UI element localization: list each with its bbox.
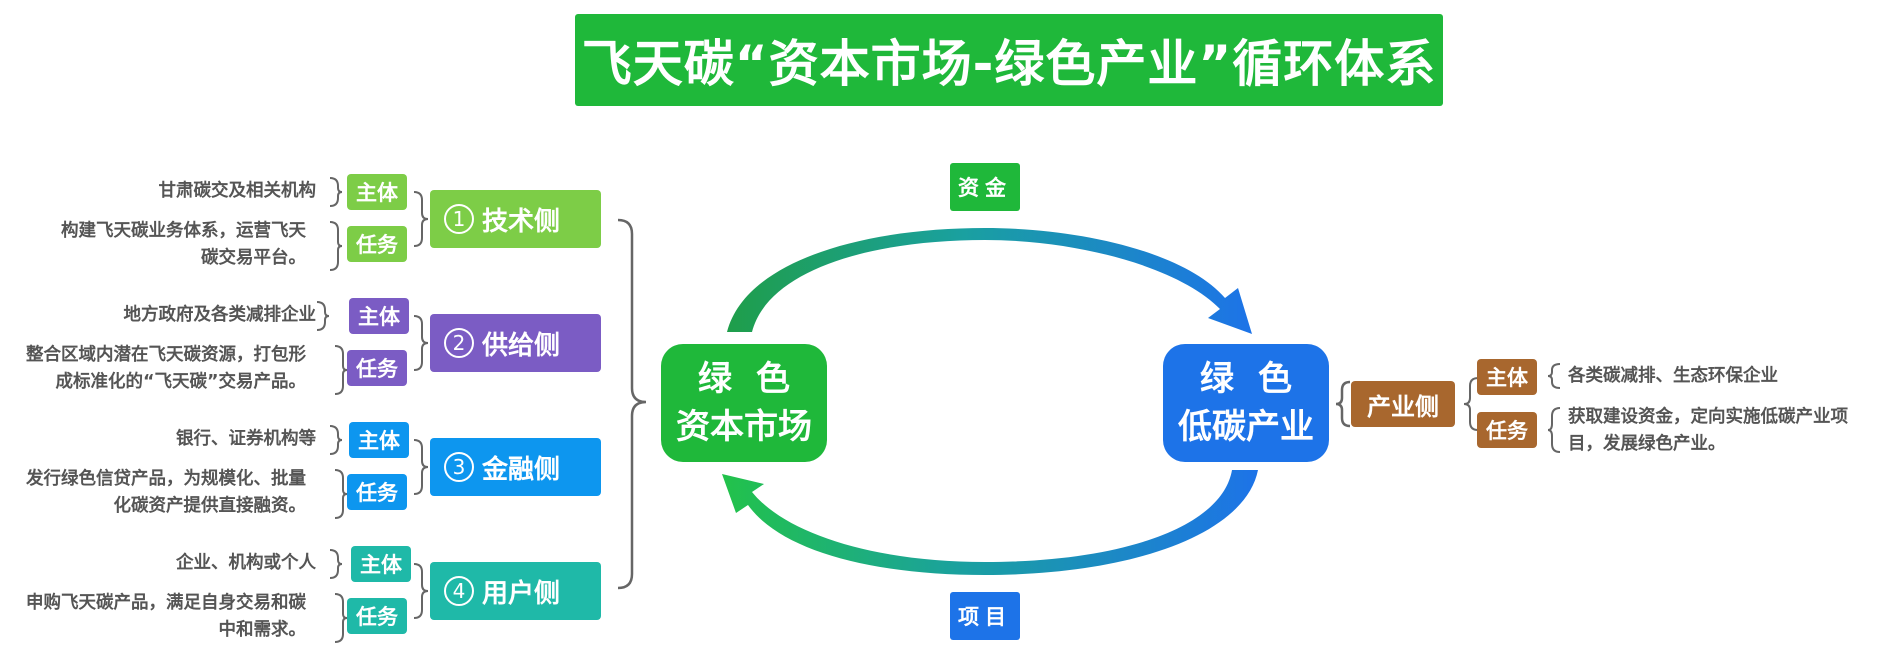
side-1-task-line-1: 构建飞天碳业务体系，运营飞天: [61, 221, 306, 241]
side-1-subject-text: 甘肃碳交及相关机构: [158, 181, 317, 201]
hub-green-lowcarbon-industry: 绿色 低碳产业: [1163, 344, 1329, 462]
page-title: 飞天碳“资本市场-绿色产业”循环体系: [575, 14, 1443, 106]
project-flow-arrow: [722, 470, 1258, 575]
industry-task-tag: 任务: [1477, 412, 1537, 448]
bracket-industry: [1335, 380, 1351, 428]
bracket-subject-1: [329, 177, 343, 207]
side-2-task-line-1: 整合区域内潜在飞天碳资源，打包形: [26, 345, 306, 365]
bracket-industry-task: [1547, 407, 1561, 453]
industry-side-box: 产业侧: [1351, 381, 1455, 427]
side-3-task-line-2: 化碳资产提供直接融资。: [113, 496, 307, 516]
side-2-task-tag: 任务: [347, 350, 407, 386]
bracket-industry-subject: [1547, 363, 1561, 389]
hub-right-line1: 绿色: [1200, 359, 1316, 399]
side-1-label: 技术侧: [482, 206, 561, 237]
side-1-task-text: 构建飞天碳业务体系，运营飞天碳交易平台。: [61, 218, 306, 272]
side-3-subject-text: 银行、证券机构等: [176, 429, 316, 449]
side-2-subject-text: 地方政府及各类减排企业: [123, 305, 317, 325]
side-4-subject-tag: 主体: [351, 546, 411, 582]
side-4-number-circle: 4: [444, 576, 474, 606]
bracket-task-1: [329, 221, 343, 271]
industry-subject-text: 各类碳减排、生态环保企业: [1568, 366, 1778, 386]
side-4-task-line-2: 中和需求。: [218, 620, 307, 640]
side-4-label: 用户侧: [482, 578, 561, 609]
side-4-task-tag: 任务: [347, 598, 407, 634]
industry-subject-tag: 主体: [1477, 359, 1537, 395]
bracket-side-4: [413, 563, 429, 619]
industry-task-text: 获取建设资金，定向实施低碳产业项 目，发展绿色产业。: [1568, 404, 1848, 458]
side-4-box: 4 用户侧: [430, 562, 601, 620]
hub-left-line2: 资本市场: [676, 407, 812, 447]
bracket-subject-2: [316, 301, 330, 331]
side-4-subject-text: 企业、机构或个人: [176, 553, 316, 573]
side-3-task-text: 发行绿色信贷产品，为规模化、批量化碳资产提供直接融资。: [26, 466, 306, 520]
bracket-task-2: [334, 345, 348, 395]
bracket-side-2: [413, 315, 429, 371]
side-3-number-circle: 3: [444, 452, 474, 482]
side-2-subject-tag: 主体: [349, 298, 409, 334]
bracket-side-1: [413, 191, 429, 247]
bracket-industry-tags: [1463, 377, 1479, 431]
capital-flow-arrow: [727, 228, 1252, 334]
bracket-big-left: [617, 218, 647, 590]
side-1-number-circle: 1: [444, 204, 474, 234]
side-2-task-line-2: 成标准化的“飞天碳”交易产品。: [55, 372, 306, 392]
side-1-box: 1 技术侧: [430, 190, 601, 248]
bracket-subject-3: [329, 425, 343, 455]
side-4-task-line-1: 申购飞天碳产品，满足自身交易和碳: [26, 593, 306, 613]
flow-label-capital: 资金: [950, 163, 1020, 211]
side-1-subject-tag: 主体: [347, 174, 407, 210]
side-2-number-circle: 2: [444, 328, 474, 358]
bracket-task-3: [334, 469, 348, 519]
side-3-label: 金融侧: [482, 454, 561, 485]
hub-right-line2: 低碳产业: [1178, 407, 1314, 447]
bracket-subject-4: [329, 549, 343, 579]
hub-green-capital-market: 绿色 资本市场: [661, 344, 827, 462]
side-2-label: 供给侧: [482, 330, 561, 361]
side-1-task-tag: 任务: [347, 226, 407, 262]
bracket-side-3: [413, 439, 429, 495]
side-4-task-text: 申购飞天碳产品，满足自身交易和碳中和需求。: [26, 590, 306, 644]
side-3-task-line-1: 发行绿色信贷产品，为规模化、批量: [26, 469, 306, 489]
side-2-task-text: 整合区域内潜在飞天碳资源，打包形成标准化的“飞天碳”交易产品。: [26, 342, 306, 396]
industry-task-line-2: 目，发展绿色产业。: [1568, 434, 1726, 454]
hub-left-line1: 绿色: [698, 359, 814, 399]
side-3-box: 3 金融侧: [430, 438, 601, 496]
side-1-task-line-2: 碳交易平台。: [201, 248, 306, 268]
side-2-box: 2 供给侧: [430, 314, 601, 372]
bracket-task-4: [334, 593, 348, 643]
industry-task-line-1: 获取建设资金，定向实施低碳产业项: [1568, 407, 1848, 427]
side-3-task-tag: 任务: [347, 474, 407, 510]
flow-label-project: 项目: [950, 592, 1020, 640]
side-3-subject-tag: 主体: [349, 422, 409, 458]
